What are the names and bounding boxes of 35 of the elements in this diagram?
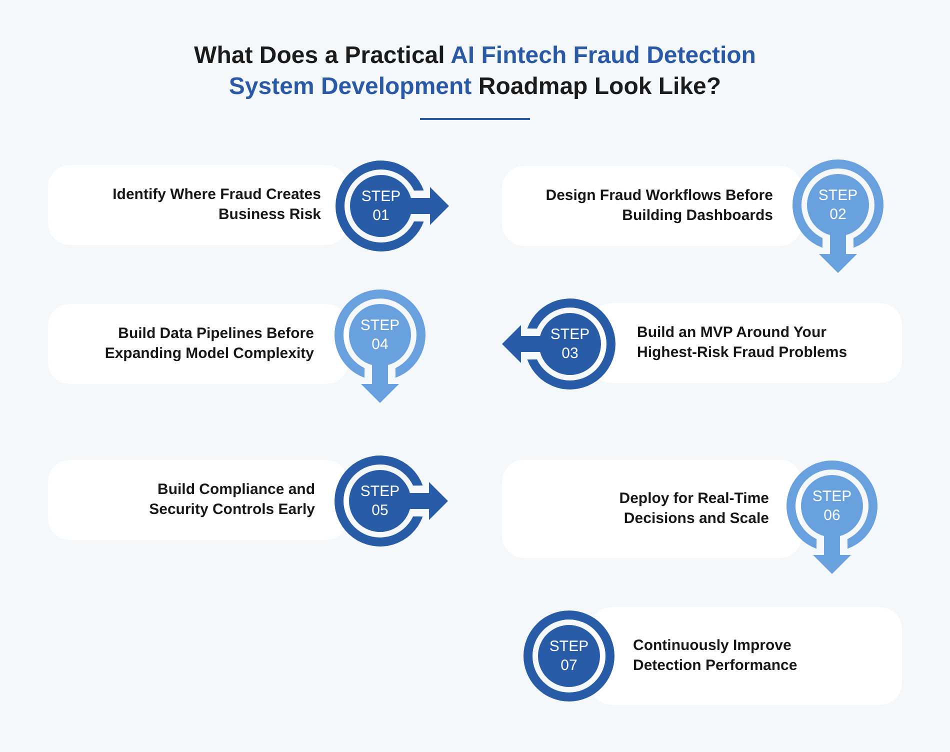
step-card xyxy=(590,607,902,705)
step-badge xyxy=(792,159,884,251)
step-label: STEP 06 xyxy=(811,487,853,525)
step-label: STEP 02 xyxy=(817,186,859,224)
arrow xyxy=(361,381,399,403)
arrow xyxy=(427,187,449,225)
step-badge xyxy=(523,610,615,702)
step-title: Design Fraud Workflows Before Building Dashboards xyxy=(544,186,773,226)
step-label: STEP 01 xyxy=(360,187,402,225)
step-title: Deploy for Real-Time Decisions and Scale xyxy=(618,489,769,529)
step-badge xyxy=(334,455,426,547)
arrow xyxy=(502,325,524,363)
step-label: STEP 03 xyxy=(549,325,591,363)
step-title: Continuously Improve Detection Performance xyxy=(633,636,798,676)
step-label: STEP 05 xyxy=(359,482,401,520)
step-title: Build Data Pipelines Before Expanding Model Complexity xyxy=(104,324,314,364)
step-card xyxy=(48,460,348,540)
step-card xyxy=(502,460,802,558)
step-card xyxy=(590,303,902,383)
step-label: STEP 07 xyxy=(548,637,590,675)
step-badge xyxy=(334,289,426,381)
step-card xyxy=(502,166,802,246)
step-title: Identify Where Fraud Creates Business Risk xyxy=(112,185,321,225)
arrow xyxy=(813,552,851,574)
step-title: Build an MVP Around Your Highest-Risk Fraud Problems xyxy=(637,323,848,363)
arrow xyxy=(819,251,857,273)
step-badge xyxy=(786,460,878,552)
step-card xyxy=(48,304,348,384)
diagram-title: What Does a Practical AI Fintech Fraud Detection System Development Roadmap Look Like? xyxy=(193,41,757,102)
step-badge xyxy=(524,298,616,390)
step-badge xyxy=(335,160,427,252)
step-card xyxy=(48,165,348,245)
step-title: Build Compliance and Security Controls Early xyxy=(148,480,315,520)
step-label: STEP 04 xyxy=(359,316,401,354)
arrow xyxy=(426,482,448,520)
